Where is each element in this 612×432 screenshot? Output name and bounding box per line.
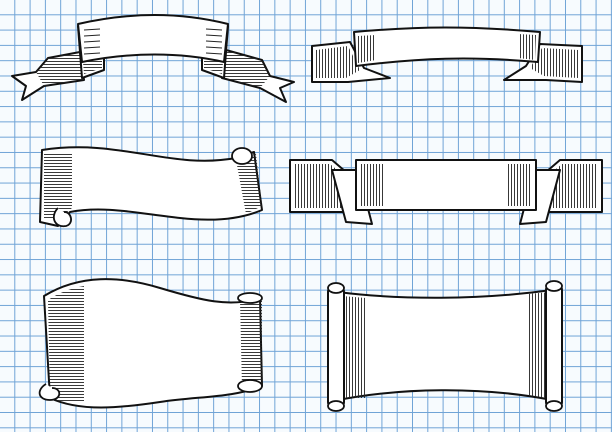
folded-ribbon-banner [289,159,603,225]
large-curled-scroll [38,278,263,409]
arched-ribbon-banner [11,14,295,103]
rod-scroll [327,280,563,412]
straight-ribbon-banner [311,26,583,83]
wavy-scroll-banner [39,146,263,228]
